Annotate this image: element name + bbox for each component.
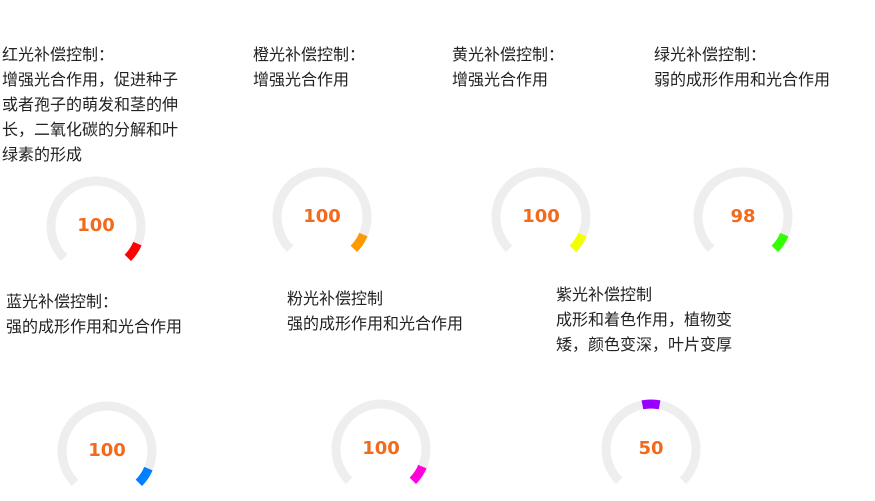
gauge-orange: 100 bbox=[272, 167, 372, 267]
gauge-indicator bbox=[124, 241, 142, 262]
control-title: 红光补偿控制： bbox=[2, 45, 115, 64]
gauge-yellow: 100 bbox=[491, 167, 591, 267]
gauge-purple: 50 bbox=[601, 399, 701, 499]
gauge-track bbox=[693, 167, 793, 252]
gauge-ring bbox=[491, 167, 591, 253]
control-description: 强的成形作用和光合作用 bbox=[287, 314, 464, 333]
gauge-ring bbox=[57, 401, 157, 487]
control-panel-pink: 粉光补偿控制 强的成形作用和光合作用 bbox=[287, 286, 502, 336]
control-panel-orange: 橙光补偿控制： 增强光合作用 bbox=[253, 42, 443, 92]
control-description: 强的成形作用和光合作用 bbox=[6, 317, 183, 336]
gauge-indicator bbox=[409, 464, 427, 485]
gauge-value: 98 bbox=[730, 206, 756, 227]
control-title: 黄光补偿控制： bbox=[452, 45, 565, 64]
gauge-indicator bbox=[350, 232, 368, 253]
control-description: 增强光合作用，促进种子或者孢子的萌发和茎的伸长，二氧化碳的分解和叶绿素的形成 bbox=[2, 70, 179, 164]
gauge-indicator bbox=[771, 232, 789, 253]
control-description: 增强光合作用 bbox=[452, 70, 549, 89]
gauge-ring bbox=[601, 399, 701, 484]
gauge-track bbox=[272, 167, 372, 252]
gauge-pink: 100 bbox=[331, 399, 431, 499]
gauge-ring bbox=[693, 167, 793, 253]
gauge-value: 100 bbox=[77, 215, 115, 236]
control-panel-yellow: 黄光补偿控制： 增强光合作用 bbox=[452, 42, 642, 92]
gauge-value: 100 bbox=[88, 440, 126, 461]
gauge-green: 98 bbox=[693, 167, 793, 267]
control-description: 增强光合作用 bbox=[253, 70, 350, 89]
gauge-track bbox=[331, 399, 431, 484]
gauge-indicator bbox=[569, 232, 587, 253]
control-panel-blue: 蓝光补偿控制： 强的成形作用和光合作用 bbox=[6, 289, 226, 339]
gauge-ring bbox=[272, 167, 372, 253]
gauge-value: 100 bbox=[362, 438, 400, 459]
gauge-value: 50 bbox=[638, 438, 664, 459]
gauge-blue: 100 bbox=[57, 401, 157, 501]
control-description: 弱的成形作用和光合作用 bbox=[654, 70, 831, 89]
gauge-track bbox=[46, 176, 146, 261]
gauge-ring bbox=[331, 399, 431, 485]
control-title: 绿光补偿控制： bbox=[654, 45, 767, 64]
gauge-indicator bbox=[135, 466, 153, 487]
gauge-track bbox=[491, 167, 591, 252]
control-title: 蓝光补偿控制： bbox=[6, 292, 119, 311]
control-panel-green: 绿光补偿控制： 弱的成形作用和光合作用 bbox=[654, 42, 869, 92]
control-title: 紫光补偿控制 bbox=[556, 285, 653, 304]
gauge-value: 100 bbox=[303, 206, 341, 227]
gauge-indicator bbox=[641, 399, 661, 410]
control-description: 成形和着色作用，植物变矮，颜色变深，叶片变厚 bbox=[556, 310, 733, 354]
control-panel-purple: 紫光补偿控制 成形和着色作用，植物变矮，颜色变深，叶片变厚 bbox=[556, 282, 761, 357]
control-title: 粉光补偿控制 bbox=[287, 289, 384, 308]
gauge-track bbox=[57, 401, 157, 486]
gauge-value: 100 bbox=[522, 206, 560, 227]
gauge-ring bbox=[46, 176, 146, 262]
control-title: 橙光补偿控制： bbox=[253, 45, 366, 64]
gauge-red: 100 bbox=[46, 176, 146, 276]
control-panel-red: 红光补偿控制： 增强光合作用，促进种子或者孢子的萌发和茎的伸长，二氧化碳的分解和… bbox=[2, 42, 180, 167]
